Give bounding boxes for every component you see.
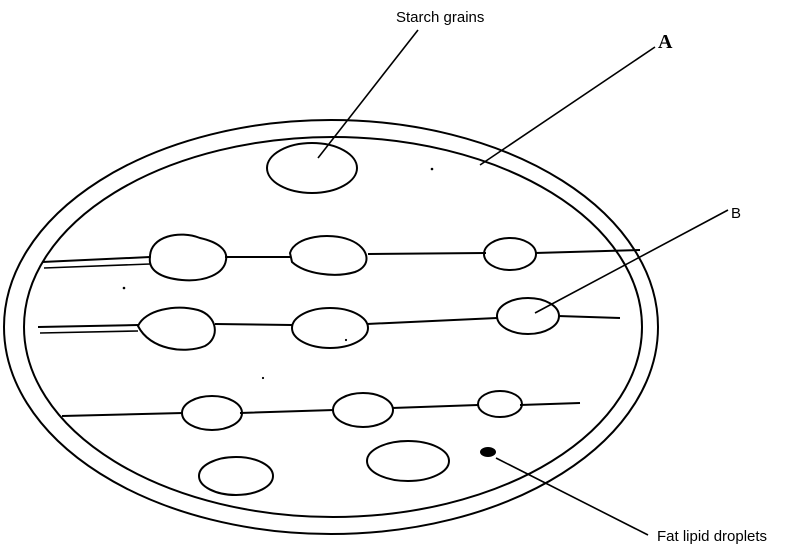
granum-9 <box>478 391 522 417</box>
granum-5 <box>292 308 368 348</box>
granum-8 <box>333 393 393 427</box>
thylakoid-line-2 <box>38 316 620 327</box>
label-fat-lipid-droplets: Fat lipid droplets <box>657 528 767 545</box>
granum-2 <box>290 236 366 275</box>
lipid-droplet <box>480 447 496 457</box>
stroma-dot-3 <box>345 339 347 341</box>
granum-3 <box>484 238 536 270</box>
label-b: B <box>731 205 741 222</box>
stroma-dot-1 <box>431 168 434 171</box>
thylakoid-line-3 <box>62 403 580 416</box>
stroma-dot-4 <box>262 377 264 379</box>
label-starch-grains: Starch grains <box>396 9 484 26</box>
inner-membrane <box>24 137 642 517</box>
thylakoid-line-1-lower <box>44 264 150 268</box>
starch-grain-1 <box>267 143 357 193</box>
granum-6-b <box>497 298 559 334</box>
granum-7 <box>182 396 242 430</box>
leader-a <box>480 47 655 165</box>
starch-grain-2 <box>199 457 273 495</box>
granum-1 <box>150 235 226 281</box>
label-a: A <box>658 31 673 53</box>
stroma-dot-2 <box>123 287 126 290</box>
granum-4 <box>138 308 215 350</box>
leader-b <box>535 210 728 313</box>
thylakoid-line-2-lower <box>40 331 138 333</box>
starch-grain-3 <box>367 441 449 481</box>
thylakoid-line-1 <box>42 250 640 262</box>
